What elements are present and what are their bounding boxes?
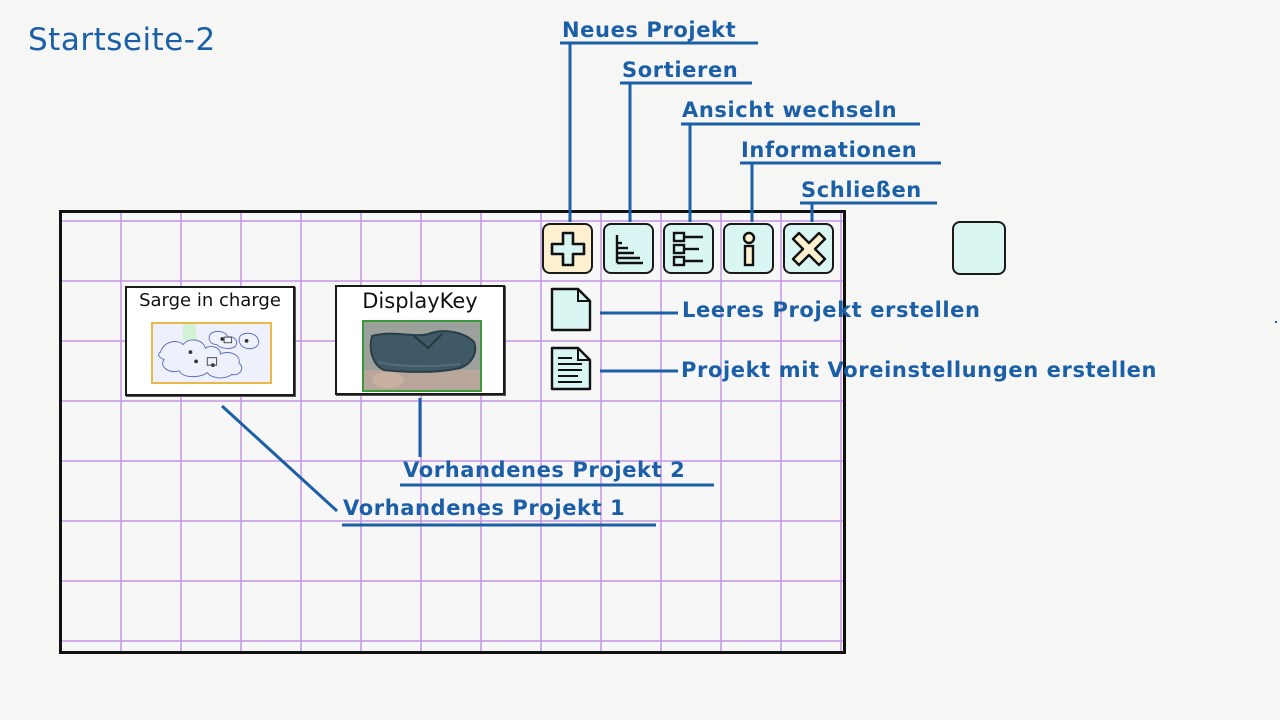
project-card[interactable]: DisplayKey xyxy=(335,285,505,395)
view-icon xyxy=(672,231,703,266)
project-thumbnail xyxy=(151,322,272,384)
close-button[interactable] xyxy=(783,223,834,274)
preset-document-icon[interactable] xyxy=(548,346,594,392)
label-new-project: Neues Projekt xyxy=(562,18,737,42)
label-existing-project-2: Vorhandenes Projekt 2 xyxy=(403,458,686,482)
page-title: Startseite-2 xyxy=(28,22,216,58)
info-button[interactable] xyxy=(723,223,774,274)
close-icon xyxy=(791,231,826,266)
label-switch-view: Ansicht wechseln xyxy=(682,98,898,122)
sort-button[interactable] xyxy=(603,223,654,274)
stray-mark xyxy=(1275,321,1277,323)
project-name: DisplayKey xyxy=(362,289,478,313)
label-info: Informationen xyxy=(741,138,918,162)
plus-icon xyxy=(550,231,585,266)
project-card[interactable]: Sarge in charge xyxy=(125,286,295,396)
label-sort: Sortieren xyxy=(622,58,739,82)
sort-icon xyxy=(615,234,643,264)
switch-view-button[interactable] xyxy=(663,223,714,274)
empty-button[interactable] xyxy=(952,221,1006,275)
blank-document-icon[interactable] xyxy=(548,287,594,333)
info-icon xyxy=(742,231,755,266)
project-thumbnail xyxy=(362,320,482,392)
label-empty-project: Leeres Projekt erstellen xyxy=(682,298,981,322)
label-preset-project: Projekt mit Voreinstellungen erstellen xyxy=(681,358,1158,382)
label-close: Schließen xyxy=(801,178,922,202)
new-project-button[interactable] xyxy=(542,223,593,274)
project-name: Sarge in charge xyxy=(139,290,281,311)
label-existing-project-1: Vorhandenes Projekt 1 xyxy=(343,496,626,520)
